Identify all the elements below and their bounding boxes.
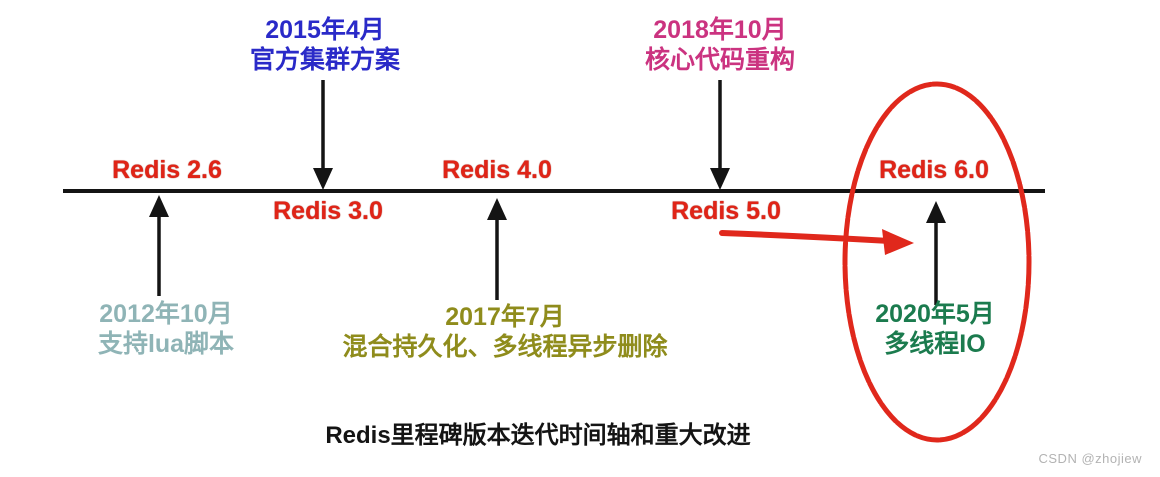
annotation-2015-cluster: 2015年4月 官方集群方案 <box>185 15 465 75</box>
arrow-up-to-redis-6-0 <box>926 201 946 305</box>
annotation-date: 2015年4月 <box>265 16 385 44</box>
annotation-2020-multithread-io: 2020年5月 多线程IO <box>795 299 1075 359</box>
version-label-redis-5-0: Redis 5.0 <box>671 197 781 225</box>
highlight-arrow-redis-5-to-6 <box>719 229 914 255</box>
diagram-caption: Redis里程碑版本迭代时间轴和重大改进 <box>325 422 751 449</box>
version-label-redis-2-6: Redis 2.6 <box>112 156 222 184</box>
version-label-redis-6-0: Redis 6.0 <box>879 156 989 184</box>
annotation-date: 2012年10月 <box>99 300 233 328</box>
arrow-up-to-redis-2-6 <box>149 195 169 296</box>
version-label-redis-3-0: Redis 3.0 <box>273 197 383 225</box>
annotation-2018-refactor: 2018年10月 核心代码重构 <box>580 15 860 75</box>
arrow-down-to-redis-3-0 <box>313 80 333 190</box>
annotation-desc: 支持lua脚本 <box>97 330 235 358</box>
annotation-desc: 核心代码重构 <box>644 46 795 74</box>
annotation-desc: 官方集群方案 <box>249 46 400 74</box>
annotation-desc: 混合持久化、多线程异步删除 <box>342 333 668 361</box>
version-label-redis-4-0: Redis 4.0 <box>442 156 552 184</box>
annotation-date: 2020年5月 <box>875 300 995 328</box>
highlight-ellipse-redis-6-0 <box>842 81 1032 443</box>
annotation-date: 2018年10月 <box>653 16 787 44</box>
arrow-down-to-redis-5-0 <box>710 80 730 190</box>
annotation-2017-persistence: 2017年7月 混合持久化、多线程异步删除 <box>305 302 705 362</box>
annotation-desc: 多线程IO <box>884 330 986 358</box>
annotation-date: 2017年7月 <box>445 303 565 331</box>
arrow-up-to-redis-4-0 <box>487 198 507 300</box>
csdn-watermark: CSDN @zhojiew <box>1038 451 1142 466</box>
annotation-2012-lua: 2012年10月 支持lua脚本 <box>26 299 306 359</box>
